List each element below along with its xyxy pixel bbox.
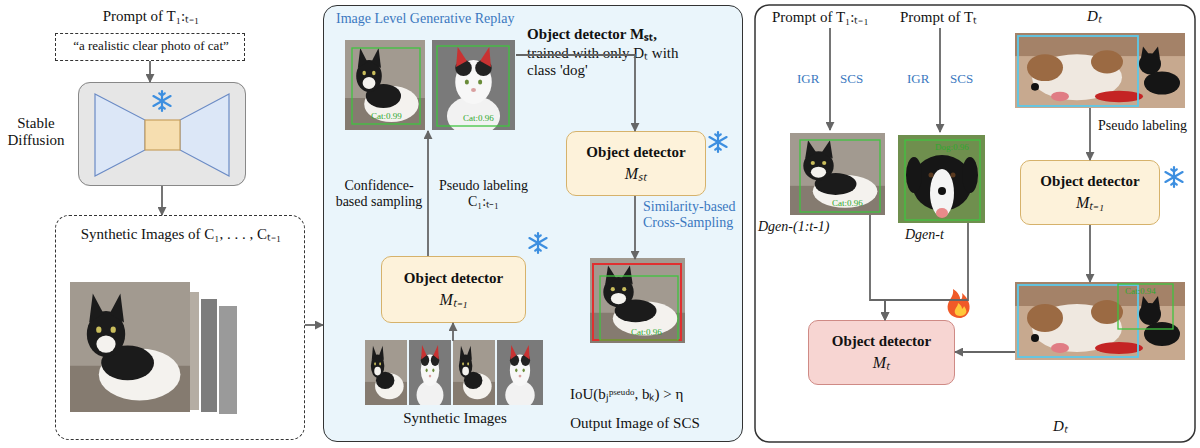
node-text: Cat:0.99	[371, 111, 402, 121]
generated-image: Dog:0.96	[898, 135, 985, 223]
synthetic-images: Synthetic Images	[366, 341, 544, 406]
annotation: Prompt of T₁:ₜ₋₁	[772, 9, 869, 26]
dataset-image: Cat:0.94Dₜ	[1015, 282, 1185, 360]
detector-box: Object detectorMₜ₋₁	[1020, 160, 1160, 225]
prompt-arrows	[830, 28, 940, 132]
node-text: Dₜ	[1087, 8, 1102, 25]
annotation: Dgen-t	[905, 227, 944, 243]
node-text: Cat:0.94	[1125, 286, 1156, 296]
flow-arrow	[1089, 108, 1091, 160]
flow-arrow	[516, 55, 635, 131]
annotation: Output Image of SCS	[545, 415, 725, 432]
detector-box: Object detectorMₛₜ	[566, 131, 706, 196]
node-text: Cat:0.96	[463, 113, 494, 123]
detector-box: Object detectorMₜ	[808, 320, 955, 385]
node-text: Object detector	[382, 270, 525, 287]
generated-image: Cat:0.96	[790, 133, 885, 215]
annotation: Prompt of Tₜ	[900, 9, 977, 26]
annotation: Confidence-based sampling	[335, 178, 423, 210]
edge-label: Pseudo labeling	[1098, 118, 1187, 134]
annotation: IGR	[907, 72, 929, 87]
node-text: Mₜ	[809, 354, 954, 372]
flow-arrow	[452, 323, 454, 341]
node-text: Synthetic Images	[366, 410, 544, 427]
node-text: Object detector	[809, 333, 954, 350]
node-text: Object detector	[1021, 173, 1159, 190]
synthetic-photos	[70, 33, 1185, 415]
node-text: Dₜ	[1053, 418, 1068, 435]
node-text: Cat:0.96	[631, 327, 662, 337]
node-text: Object detector	[567, 144, 705, 161]
panel-fills	[78, 5, 1195, 442]
node-text: Mₛₜ	[567, 165, 705, 183]
flow-arrow	[1089, 225, 1091, 282]
node-text: Stable Diffusion	[3, 115, 69, 150]
flow-arrow	[870, 215, 885, 320]
prompt-box: Prompt of T₁:ₜ₋₁“a realistic clear photo…	[55, 33, 245, 61]
annotation: trained with only Dₜ with class 'dog'	[527, 45, 692, 80]
sampled-images: Cat:0.99 Cat:0.96	[346, 41, 516, 131]
annotation: IoU(bⱼᵖˢᵉᵘᵈᵒ, bₖ) > η	[570, 386, 683, 403]
bounding-boxes	[352, 36, 1173, 357]
diffusion-model: Stable Diffusion	[78, 82, 246, 186]
detector-box: Object detectorMₜ₋₁	[381, 256, 526, 323]
node-text: Image Level Generative Replay	[336, 11, 636, 27]
annotation: SCS	[950, 72, 973, 87]
flow-arrow	[634, 196, 636, 259]
node-text: Prompt of T₁:ₜ₋₁	[66, 8, 236, 25]
flow-arrow	[885, 223, 968, 320]
dataset-image: Dₜ	[1015, 33, 1185, 108]
annotation: Dgen-(1:t-1)	[758, 219, 830, 235]
flow-arrow	[149, 61, 151, 82]
node-text: Cat:0.96	[832, 198, 863, 208]
annotation: Object detector Mₛₜ,	[527, 26, 657, 43]
annotation: IGR	[797, 72, 819, 87]
flow-arrow	[955, 351, 1015, 353]
node-text: Dog:0.96	[935, 142, 969, 152]
frozen-icons	[153, 91, 1182, 253]
annotation: SCS	[840, 72, 863, 87]
flow-arrow	[305, 324, 323, 326]
output-image: Cat:0.96	[591, 259, 686, 344]
node-text: Mₜ₋₁	[1021, 194, 1159, 212]
node-text: “a realistic clear photo of cat”	[46, 39, 256, 54]
image-set: Synthetic Images of C₁, . . . , Cₜ₋₁	[55, 215, 305, 440]
edge-label: Similarity-based Cross-Sampling	[643, 199, 738, 231]
annotation: Pseudo labeling C₁:ₜ₋₁	[436, 178, 531, 210]
flow-arrow	[427, 131, 429, 256]
node-text: Synthetic Images of C₁, . . . , Cₜ₋₁	[61, 226, 301, 243]
node-text: Mₜ₋₁	[382, 291, 525, 309]
flow-arrow	[161, 186, 163, 215]
trainable-icon	[948, 289, 970, 318]
